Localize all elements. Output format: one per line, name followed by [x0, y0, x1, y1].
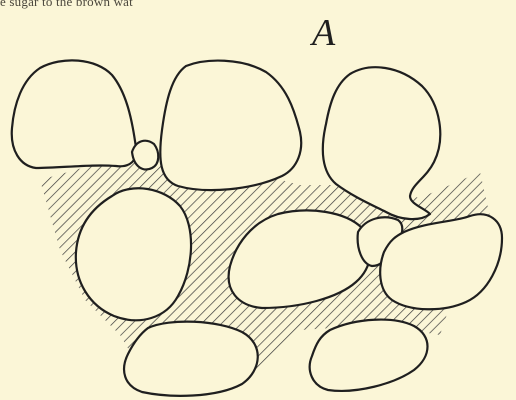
grain-top-left — [12, 60, 137, 168]
grain-bottom-right — [310, 320, 428, 391]
grain-small-notch — [132, 141, 158, 170]
grain-top-center — [160, 61, 301, 190]
grain-bottom-left — [124, 322, 258, 396]
